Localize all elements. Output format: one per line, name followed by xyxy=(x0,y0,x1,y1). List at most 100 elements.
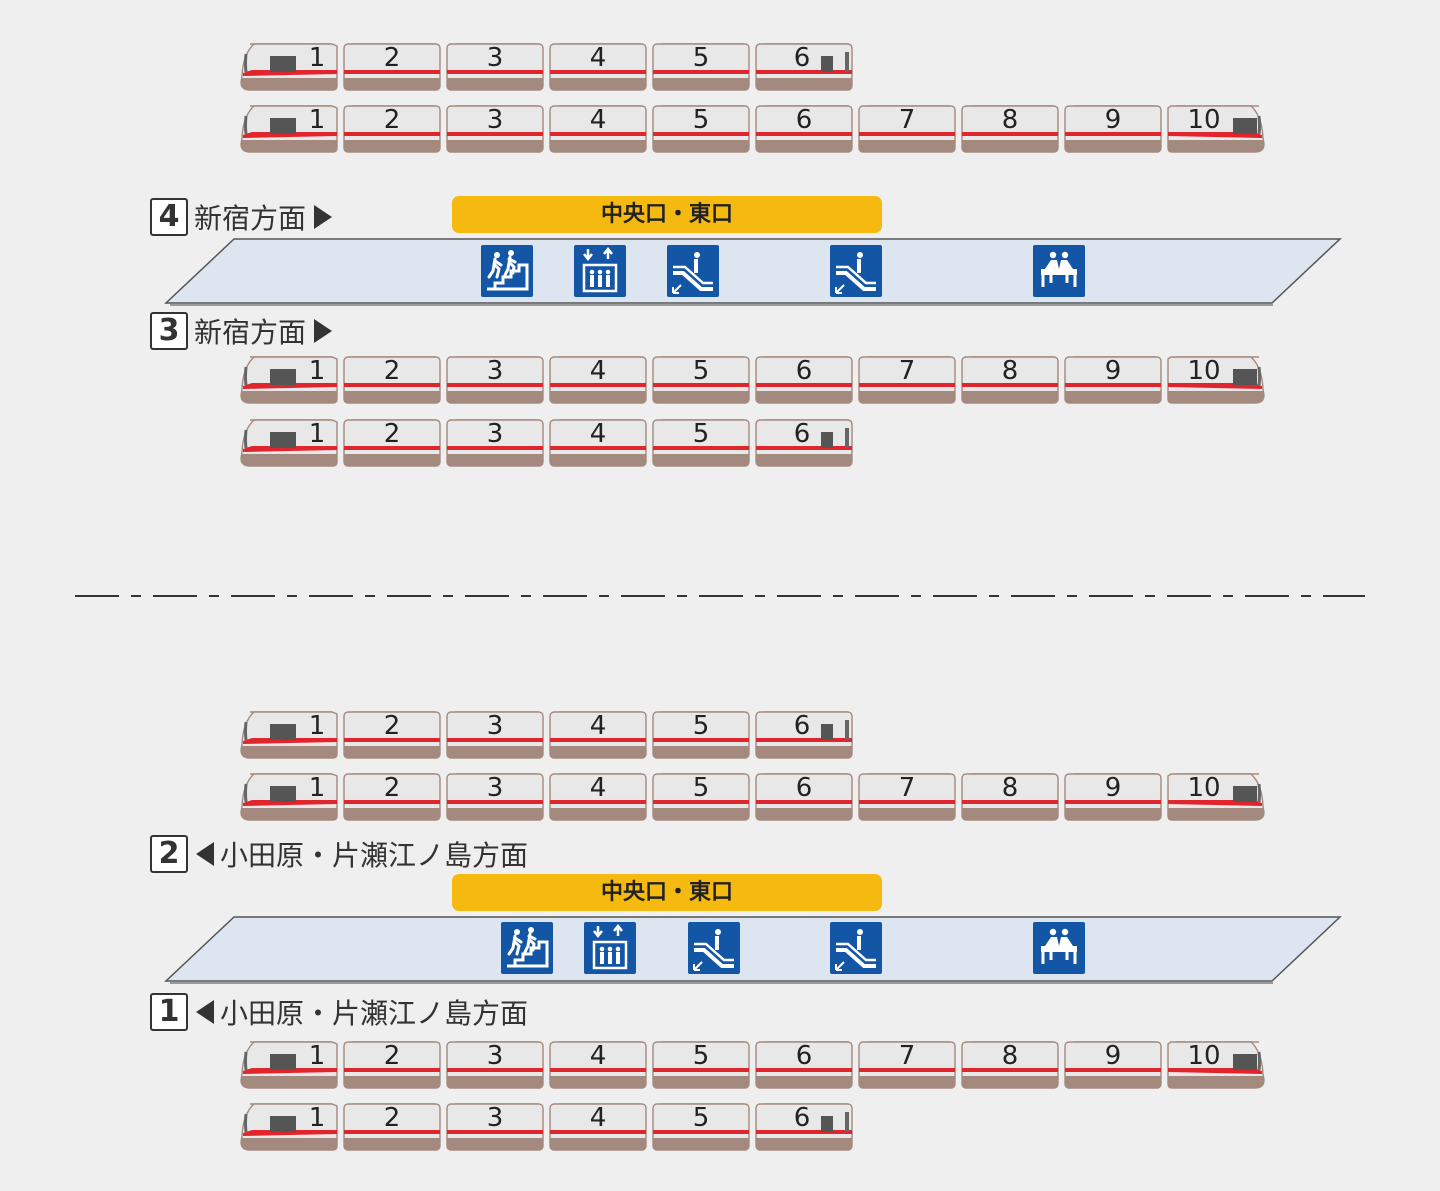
car-number: 9 xyxy=(1104,356,1122,386)
car-number: 8 xyxy=(1001,356,1019,386)
car-number: 5 xyxy=(692,356,710,386)
train-car: 3 xyxy=(446,416,544,470)
car-number: 1 xyxy=(308,43,326,73)
car-number: 9 xyxy=(1104,105,1122,135)
car-number: 1 xyxy=(308,419,326,449)
escalator-up-icon xyxy=(667,245,719,297)
train-car: 1 xyxy=(240,1100,338,1154)
direction-right-arrow-icon xyxy=(314,205,333,229)
train-car: 9 xyxy=(1064,1038,1162,1092)
train-car: 8 xyxy=(961,102,1059,156)
train-car: 2 xyxy=(343,708,441,762)
train-car: 6 xyxy=(755,40,853,94)
car-number: 9 xyxy=(1104,1041,1122,1071)
car-number: 4 xyxy=(589,1103,607,1133)
train-car: 1 xyxy=(240,416,338,470)
car-number: 7 xyxy=(898,105,916,135)
train-car: 6 xyxy=(755,770,853,824)
train-car: 9 xyxy=(1064,770,1162,824)
car-number: 1 xyxy=(308,773,326,803)
train-car: 7 xyxy=(858,102,956,156)
platform-label-2: 2 小田原・片瀬江ノ島方面 xyxy=(150,834,528,874)
platform-number: 1 xyxy=(150,993,188,1031)
train-car: 6 xyxy=(755,1038,853,1092)
car-number: 8 xyxy=(1001,105,1019,135)
train-car: 9 xyxy=(1064,353,1162,407)
car-number: 3 xyxy=(486,773,504,803)
train-car: 6 xyxy=(755,1100,853,1154)
train-car: 10 xyxy=(1167,770,1265,824)
train-car: 7 xyxy=(858,770,956,824)
car-number: 7 xyxy=(898,773,916,803)
train-car: 2 xyxy=(343,1100,441,1154)
elevator-icon xyxy=(584,922,636,974)
train-car: 3 xyxy=(446,1100,544,1154)
train-car: 8 xyxy=(961,770,1059,824)
train-car: 10 xyxy=(1167,102,1265,156)
train-car: 3 xyxy=(446,1038,544,1092)
car-number: 3 xyxy=(486,419,504,449)
train-car: 4 xyxy=(549,353,647,407)
car-number: 9 xyxy=(1104,773,1122,803)
car-number: 5 xyxy=(692,419,710,449)
car-number: 5 xyxy=(692,43,710,73)
train-car: 9 xyxy=(1064,102,1162,156)
car-number: 5 xyxy=(692,711,710,741)
escalator-down-icon xyxy=(830,922,882,974)
platform-number: 4 xyxy=(150,198,188,236)
car-number: 6 xyxy=(793,711,811,741)
car-number: 10 xyxy=(1187,1041,1221,1071)
car-number: 7 xyxy=(898,1041,916,1071)
train-car: 2 xyxy=(343,353,441,407)
train-car: 2 xyxy=(343,1038,441,1092)
car-number: 2 xyxy=(383,105,401,135)
car-number: 2 xyxy=(383,1103,401,1133)
island-platform xyxy=(164,916,1342,984)
train-car: 2 xyxy=(343,416,441,470)
train-car: 5 xyxy=(652,353,750,407)
car-number: 5 xyxy=(692,1103,710,1133)
car-number: 2 xyxy=(383,43,401,73)
train-car: 10 xyxy=(1167,1038,1265,1092)
car-number: 2 xyxy=(383,711,401,741)
train-car: 5 xyxy=(652,40,750,94)
train-car: 4 xyxy=(549,40,647,94)
car-number: 3 xyxy=(486,1103,504,1133)
car-number: 4 xyxy=(589,1041,607,1071)
train-car: 6 xyxy=(755,353,853,407)
platform-direction: 新宿方面 xyxy=(194,202,307,235)
train-car: 3 xyxy=(446,102,544,156)
exit-sign: 中央口・東口 xyxy=(452,196,882,233)
train-car: 5 xyxy=(652,416,750,470)
car-number: 4 xyxy=(589,711,607,741)
train-car: 8 xyxy=(961,1038,1059,1092)
section-divider xyxy=(75,595,1365,597)
escalator-up-icon xyxy=(688,922,740,974)
train-car: 1 xyxy=(240,770,338,824)
car-number: 2 xyxy=(383,419,401,449)
train-lower-4: 1 2 3 4 5 6 xyxy=(240,1100,858,1154)
car-number: 3 xyxy=(486,43,504,73)
train-car: 4 xyxy=(549,770,647,824)
car-number: 2 xyxy=(383,356,401,386)
train-car: 6 xyxy=(755,102,853,156)
platform-label-4: 4 新宿方面 xyxy=(150,197,333,237)
train-car: 7 xyxy=(858,1038,956,1092)
train-car: 3 xyxy=(446,770,544,824)
train-car: 3 xyxy=(446,40,544,94)
car-number: 2 xyxy=(383,773,401,803)
platform-number: 3 xyxy=(150,312,188,350)
platform-number: 2 xyxy=(150,835,188,873)
train-car: 1 xyxy=(240,1038,338,1092)
car-number: 4 xyxy=(589,419,607,449)
train-car: 5 xyxy=(652,102,750,156)
car-number: 10 xyxy=(1187,773,1221,803)
car-number: 7 xyxy=(898,356,916,386)
train-car: 5 xyxy=(652,1038,750,1092)
exit-sign: 中央口・東口 xyxy=(452,874,882,911)
